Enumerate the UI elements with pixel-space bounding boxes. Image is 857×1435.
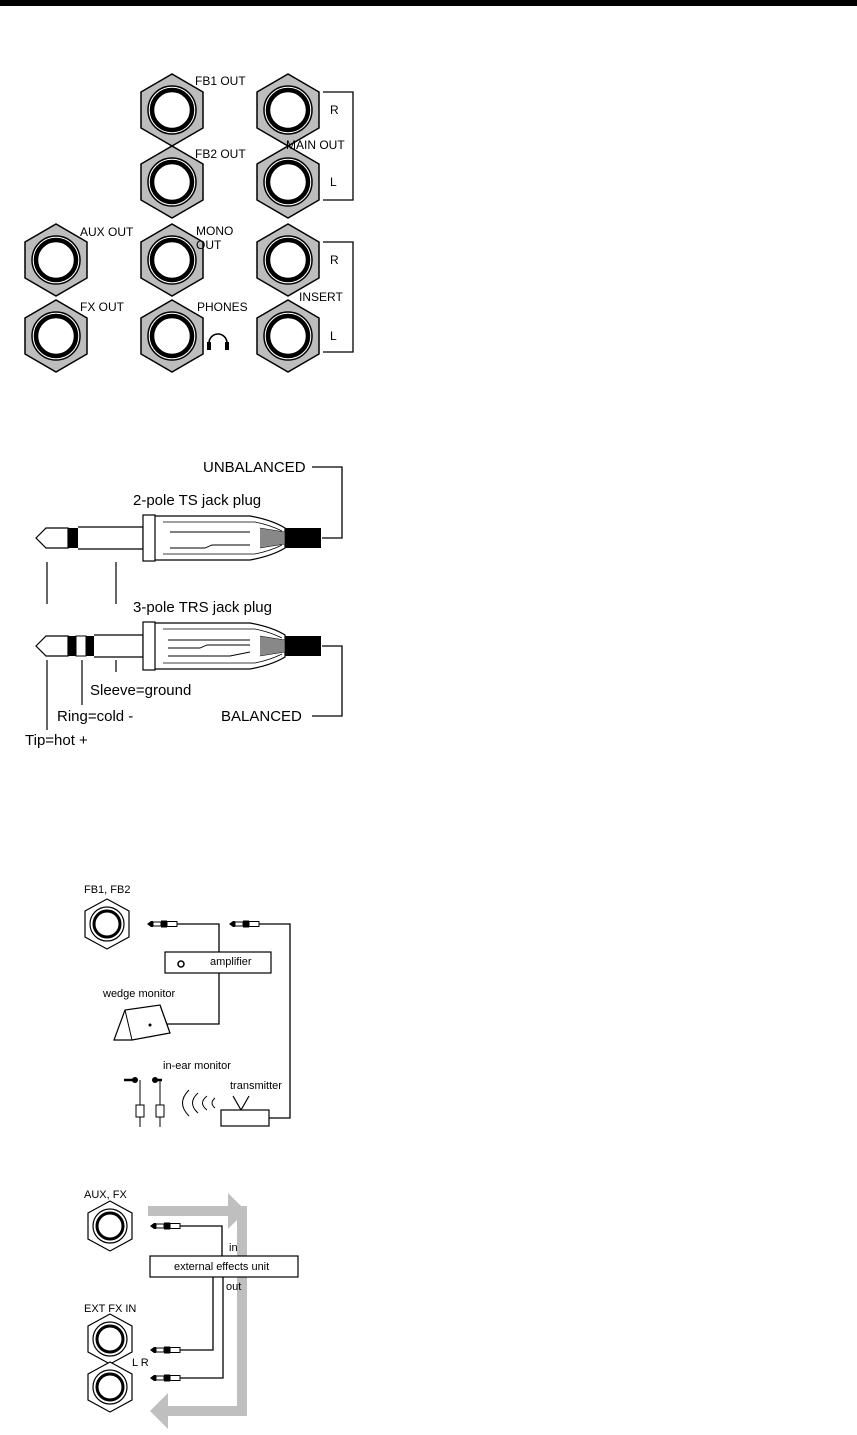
- in-ear-monitor-icon: [124, 1077, 165, 1127]
- ext-fx-in-label: EXT FX IN: [84, 1303, 136, 1315]
- mono-out-jack: [141, 224, 203, 296]
- lr-label: L R: [132, 1357, 149, 1369]
- amplifier-label: amplifier: [210, 956, 252, 968]
- in-label: in: [229, 1242, 238, 1254]
- cable-transmitter: [259, 923, 291, 1119]
- insert-l-label: L: [330, 329, 337, 343]
- plug-return-r: [149, 1374, 181, 1382]
- fx-out-label: FX OUT: [80, 300, 125, 314]
- insert-l-jack: [257, 300, 319, 372]
- fb1-out-jack: [141, 74, 203, 146]
- unbalanced-label: UNBALANCED: [203, 459, 306, 476]
- ext-fx-in-l-jack: [86, 1312, 134, 1366]
- signal-return-bar: [237, 1206, 247, 1416]
- plug-aux-fx: [149, 1222, 181, 1230]
- aux-out-jack: [25, 224, 87, 296]
- headphones-icon: [207, 333, 229, 350]
- jack-panel: FB1 OUT FB2 OUT R MAIN OUT L AUX OUT MON…: [25, 74, 354, 372]
- cable-send: [180, 1225, 223, 1256]
- mono-label: MONO: [196, 224, 233, 238]
- ring-label: Ring=cold -: [57, 708, 133, 725]
- cable-amp-wedge: [164, 973, 220, 1025]
- signal-arrow-in: [150, 1393, 247, 1429]
- out-label: out: [226, 1281, 241, 1293]
- fb2-out-label: FB2 OUT: [195, 147, 246, 161]
- aux-fx-label: AUX, FX: [84, 1189, 127, 1201]
- amplifier-knob-icon: [177, 960, 185, 968]
- fb2-out-jack: [141, 146, 203, 218]
- wedge-monitor-label: wedge monitor: [102, 988, 175, 1000]
- wireless-waves-icon: [182, 1089, 216, 1117]
- cable-return-r: [180, 1277, 224, 1379]
- insert-bracket: [323, 241, 354, 353]
- jack-plugs-diagram: UNBALANCED 2-pole TS jack plug 3-pole TR…: [25, 459, 343, 749]
- antenna-icon: [232, 1095, 250, 1112]
- cable-fb-amp: [177, 923, 220, 952]
- ts-jack-plug: [35, 514, 321, 562]
- main-out-l-jack: [257, 146, 319, 218]
- trs-jack-plug: [35, 621, 321, 671]
- balanced-label: BALANCED: [221, 708, 302, 725]
- in-ear-monitor-label: in-ear monitor: [163, 1060, 231, 1072]
- amplifier-box: [164, 951, 272, 974]
- fx-out-jack: [25, 300, 87, 372]
- trs-plug-label: 3-pole TRS jack plug: [133, 599, 272, 616]
- plug-to-transmitter: [228, 920, 260, 928]
- sleeve-label: Sleeve=ground: [90, 682, 191, 699]
- effects-unit-box: [149, 1255, 299, 1278]
- insert-label: INSERT: [299, 290, 343, 304]
- main-out-label: MAIN OUT: [286, 138, 345, 152]
- transmitter-label: transmitter: [230, 1080, 282, 1092]
- transmitter-box: [220, 1109, 270, 1127]
- main-r-label: R: [330, 103, 339, 117]
- fb1-out-label: FB1 OUT: [195, 74, 246, 88]
- effects-unit-label: external effects unit: [174, 1261, 269, 1273]
- phones-label: PHONES: [197, 300, 248, 314]
- wedge-monitor-icon: [113, 1004, 171, 1041]
- ts-plug-label: 2-pole TS jack plug: [133, 492, 261, 509]
- main-out-bracket: [323, 91, 354, 201]
- cable-return-l: [180, 1277, 214, 1351]
- effects-diagram: AUX, FX in external effects unit out EXT…: [84, 1189, 299, 1429]
- fb-jack: [83, 897, 131, 951]
- mono-out-label: OUT: [196, 238, 222, 252]
- phones-jack: [141, 300, 203, 372]
- insert-r-jack: [257, 224, 319, 296]
- plug-return-l: [149, 1346, 181, 1354]
- top-rule: [0, 0, 857, 6]
- aux-out-label: AUX OUT: [80, 225, 134, 239]
- tip-label: Tip=hot +: [25, 732, 88, 749]
- signal-arrow-out: [148, 1193, 246, 1229]
- ext-fx-in-r-jack: [86, 1360, 134, 1414]
- monitor-diagram: FB1, FB2 amplifier wedge monitor in-ear …: [83, 884, 291, 1127]
- insert-r-label: R: [330, 253, 339, 267]
- main-out-r-jack: [257, 74, 319, 146]
- main-l-label: L: [330, 175, 337, 189]
- aux-fx-jack: [86, 1199, 134, 1253]
- fb-label: FB1, FB2: [84, 884, 130, 896]
- plug-to-amp: [146, 920, 178, 928]
